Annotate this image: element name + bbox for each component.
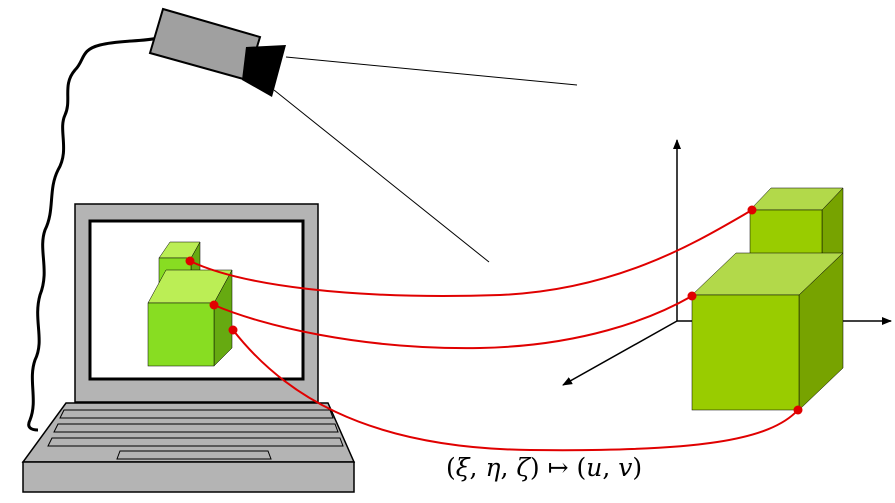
formula-comma-3: ,	[602, 453, 619, 482]
formula-u: u	[586, 453, 603, 482]
formula-open-paren-2: (	[576, 453, 587, 482]
correspondence-points	[185, 205, 803, 415]
screen-image-cubes	[147, 241, 233, 367]
projection-formula: (ξ, η, ζ) ↦ (u, v)	[446, 448, 736, 488]
formula-maps-to-arrow: ↦	[539, 453, 577, 482]
formula-close-paren-1: )	[529, 453, 540, 482]
field-of-view-line-top	[285, 56, 578, 86]
formula-zeta: ζ	[516, 453, 530, 482]
screen-large-cube-front	[147, 302, 215, 367]
world-cubes	[691, 187, 844, 411]
correspondence-line-2	[213, 295, 693, 350]
keyboard-spacebar	[116, 450, 272, 460]
screen-point-2	[209, 300, 219, 310]
camera-cable	[27, 36, 159, 432]
correspondence-line-1	[189, 209, 753, 297]
world-point-3	[793, 405, 803, 415]
keyboard-row-1	[59, 409, 334, 419]
camera-icon	[148, 7, 286, 97]
correspondence-lines	[189, 209, 799, 452]
keyboard-row-3	[47, 437, 344, 447]
correspondence-line-3	[232, 329, 799, 452]
laptop-base-front	[22, 461, 355, 493]
axis-depth	[562, 320, 678, 386]
screen-point-1	[185, 256, 195, 266]
camera-lens	[242, 45, 286, 97]
screen-point-3	[228, 325, 238, 335]
formula-eta: η	[485, 453, 501, 482]
world-point-1	[747, 205, 757, 215]
formula-comma-2: ,	[500, 453, 517, 482]
keyboard-row-2	[53, 423, 339, 433]
formula-v: v	[618, 453, 633, 482]
formula-xi: ξ	[455, 453, 470, 482]
formula-open-paren-1: (	[446, 453, 456, 482]
formula-close-paren-2: )	[632, 453, 643, 482]
world-large-cube-front	[691, 294, 800, 411]
world-point-2	[687, 291, 697, 301]
formula-comma-1: ,	[469, 453, 486, 482]
field-of-view-line-bottom	[273, 89, 490, 263]
